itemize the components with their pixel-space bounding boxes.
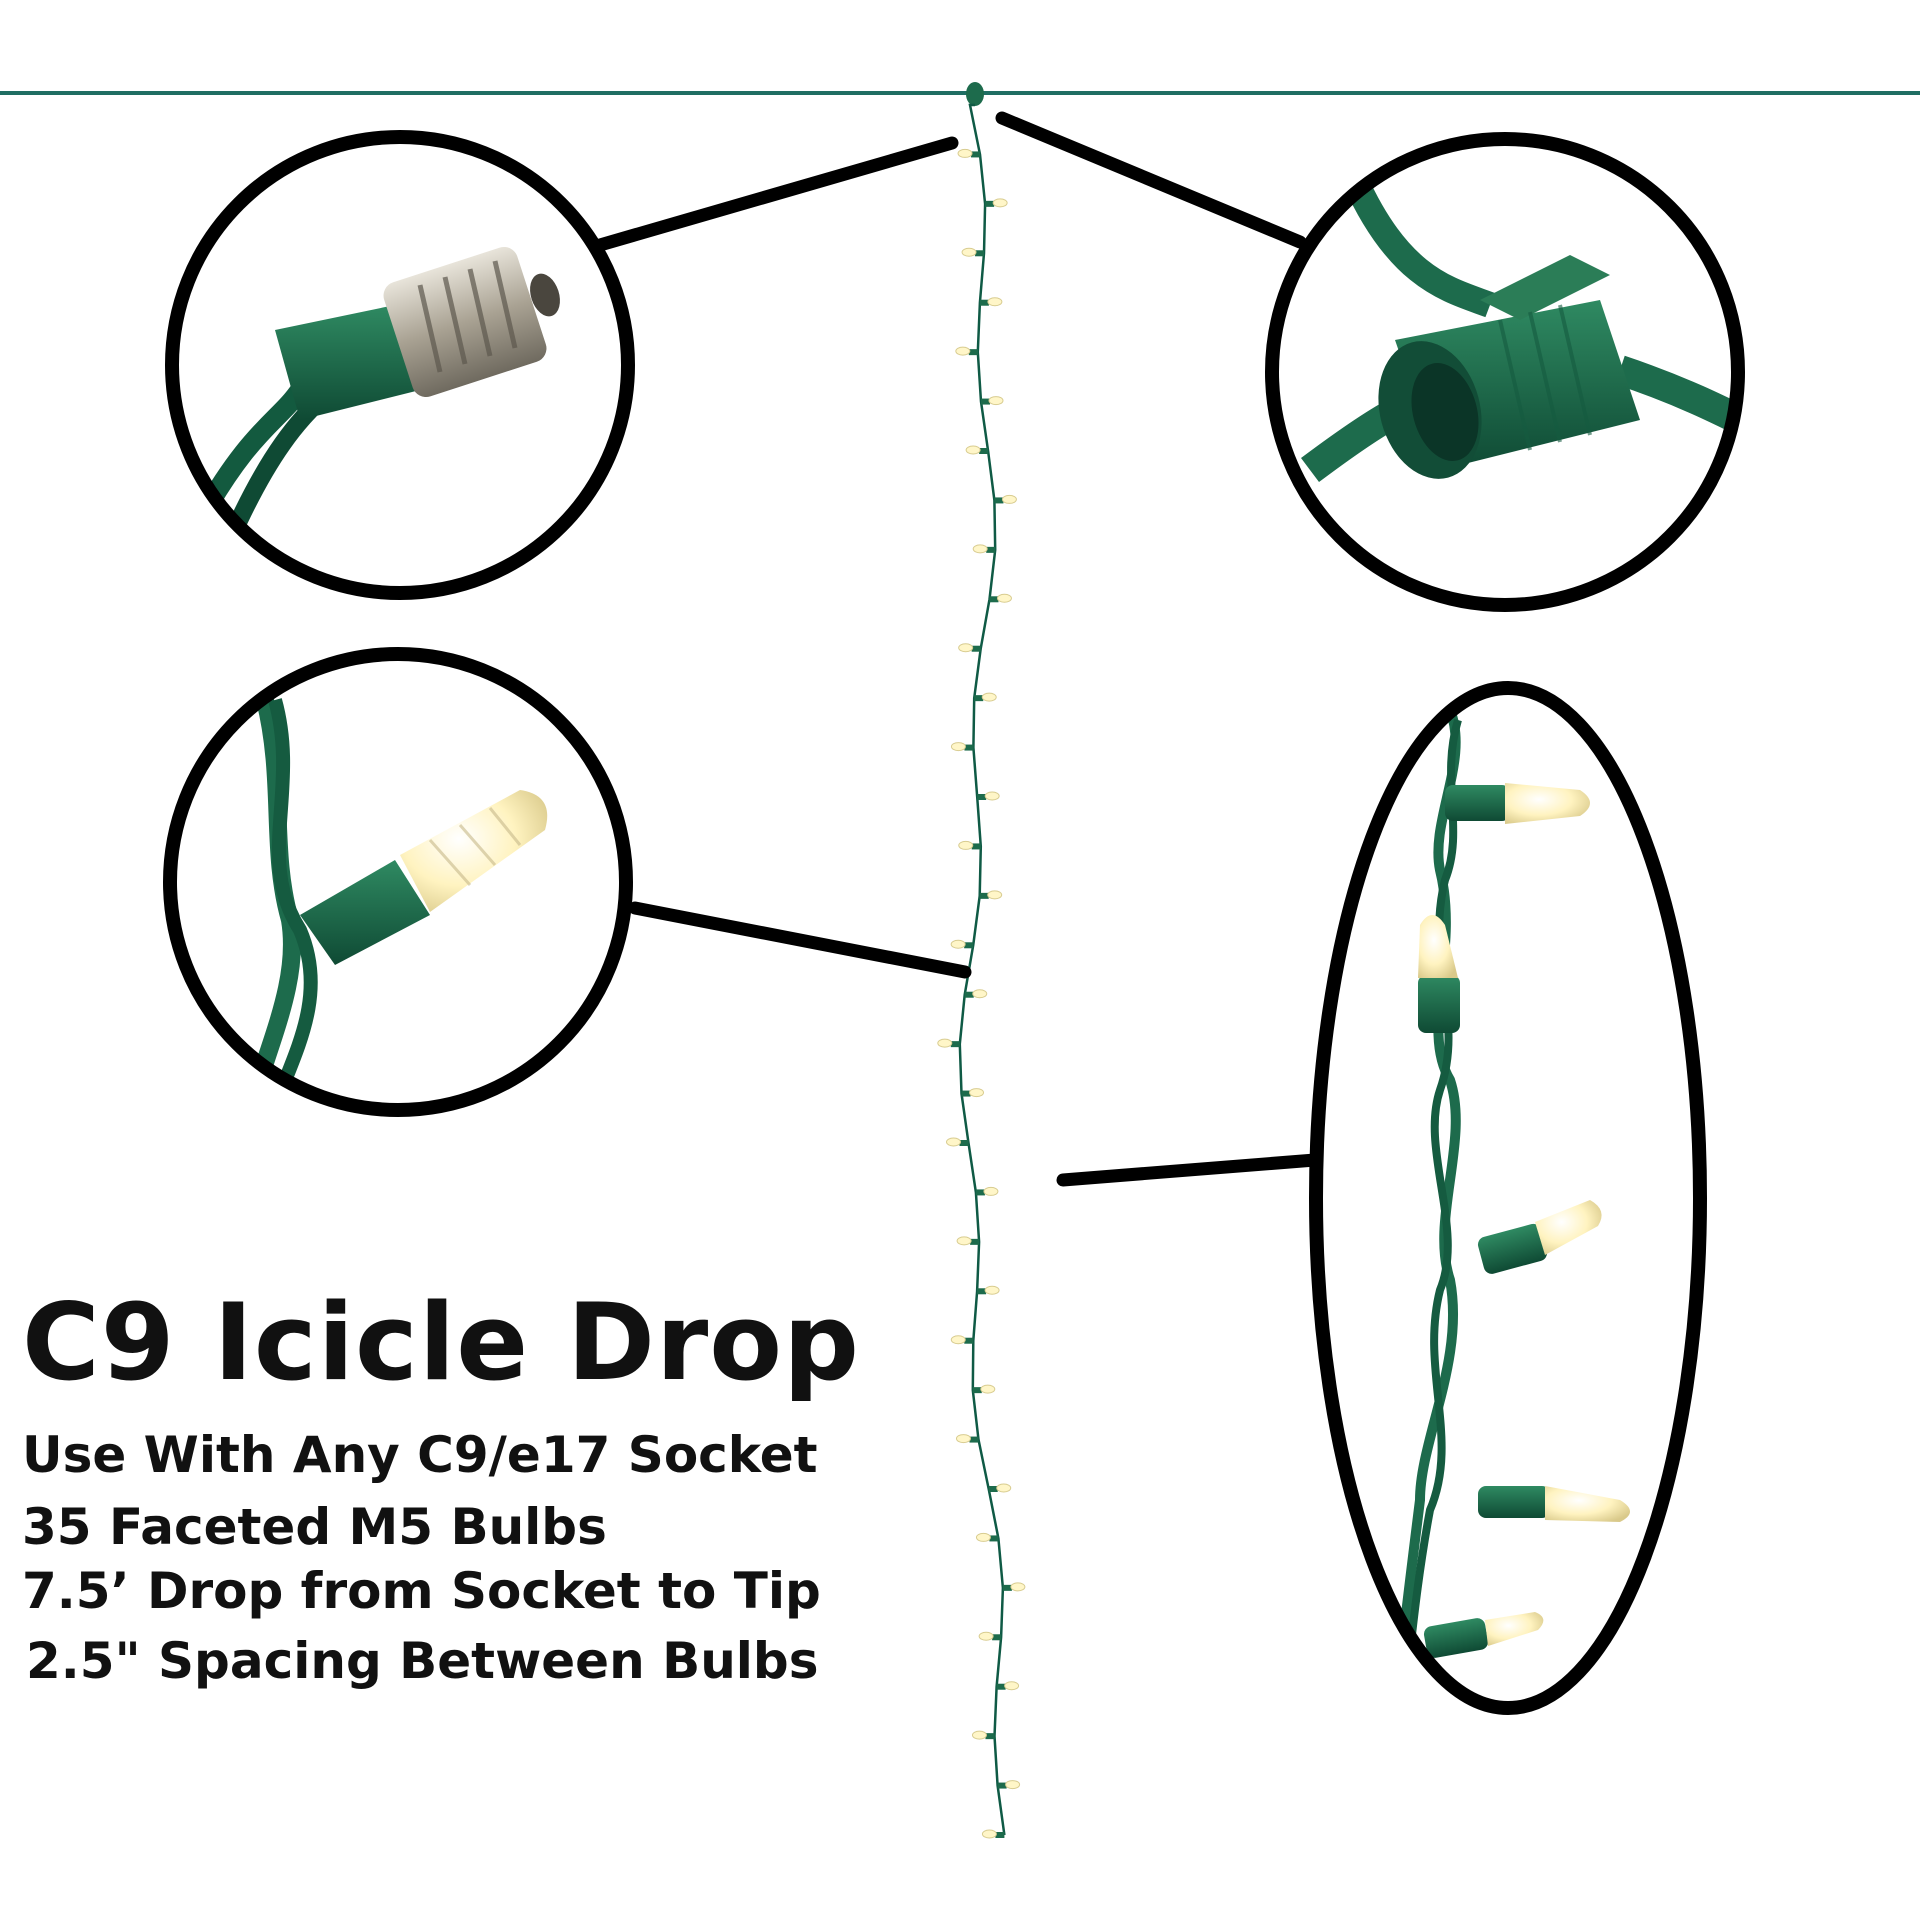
strand-bulb xyxy=(972,544,996,554)
strand-bulb xyxy=(937,1038,960,1048)
spec-socket: Use With Any C9/e17 Socket xyxy=(22,1426,818,1484)
strand-bulb xyxy=(997,1780,1021,1790)
strand-bulb xyxy=(950,1335,974,1345)
strand-bulb xyxy=(950,742,974,752)
strand-bulb xyxy=(988,1483,1012,1493)
callout-line-bulb xyxy=(628,901,972,979)
strand-bulb xyxy=(975,1532,999,1542)
product-title: C9 Icicle Drop xyxy=(22,1281,860,1404)
strand-bulb xyxy=(977,1285,1000,1295)
callout-line-base xyxy=(593,136,959,252)
strand-bulb xyxy=(950,939,974,949)
strand-bulb-closeup xyxy=(1423,1612,1544,1658)
strand-bulb xyxy=(1002,1582,1026,1592)
callout-line-strand xyxy=(1056,1153,1322,1187)
callout-line-socket xyxy=(995,111,1307,249)
zoom-circle-bulb xyxy=(163,647,633,1117)
strand-bulb xyxy=(961,247,985,257)
spec-bulb-count: 35 Faceted M5 Bulbs xyxy=(22,1498,607,1556)
strand-bulb xyxy=(975,1186,999,1196)
strand-bulb-closeup xyxy=(1418,915,1460,1033)
strand-bulb xyxy=(964,989,988,999)
zoom-ellipse-strand xyxy=(1309,681,1707,1715)
strand-bulb-closeup xyxy=(1445,783,1590,824)
strand-bulb-closeup xyxy=(1478,1486,1630,1522)
strand-bulb xyxy=(994,494,1017,504)
strand-bulb xyxy=(958,840,981,850)
strand-bulb xyxy=(972,1384,996,1394)
spec-bulb-spacing: 2.5" Spacing Between Bulbs xyxy=(26,1632,819,1690)
strand-bulb xyxy=(956,1236,980,1246)
strand-bulb xyxy=(955,346,978,356)
strand-bulb xyxy=(965,445,989,455)
strand-bulb xyxy=(977,791,1000,801)
top-socket xyxy=(966,82,984,106)
strand-bulb xyxy=(985,198,1008,208)
icicle-strand xyxy=(937,103,1026,1839)
strand-bulb xyxy=(978,1631,1002,1641)
strand-bulb xyxy=(955,1434,979,1444)
strand-bulb xyxy=(974,692,997,702)
strand-bulb xyxy=(957,148,981,158)
strand-bulb xyxy=(958,643,981,653)
zoom-circle-base xyxy=(165,130,635,600)
strand-bulb xyxy=(961,1088,985,1098)
strand-bulb xyxy=(989,593,1012,603)
spec-drop-length: 7.5’ Drop from Socket to Tip xyxy=(22,1562,821,1620)
strand-bulb-closeup xyxy=(1477,1200,1602,1274)
strand-bulb xyxy=(980,396,1004,406)
strand-bulb xyxy=(971,1730,995,1740)
strand-bulb xyxy=(979,297,1003,307)
callout-lines xyxy=(593,111,1322,1187)
strand-bulb xyxy=(979,890,1003,900)
strand-bulb xyxy=(996,1681,1020,1691)
strand-bulb xyxy=(981,1829,1005,1839)
zoom-circle-socket xyxy=(1265,132,1745,612)
strand-bulb xyxy=(946,1137,969,1147)
